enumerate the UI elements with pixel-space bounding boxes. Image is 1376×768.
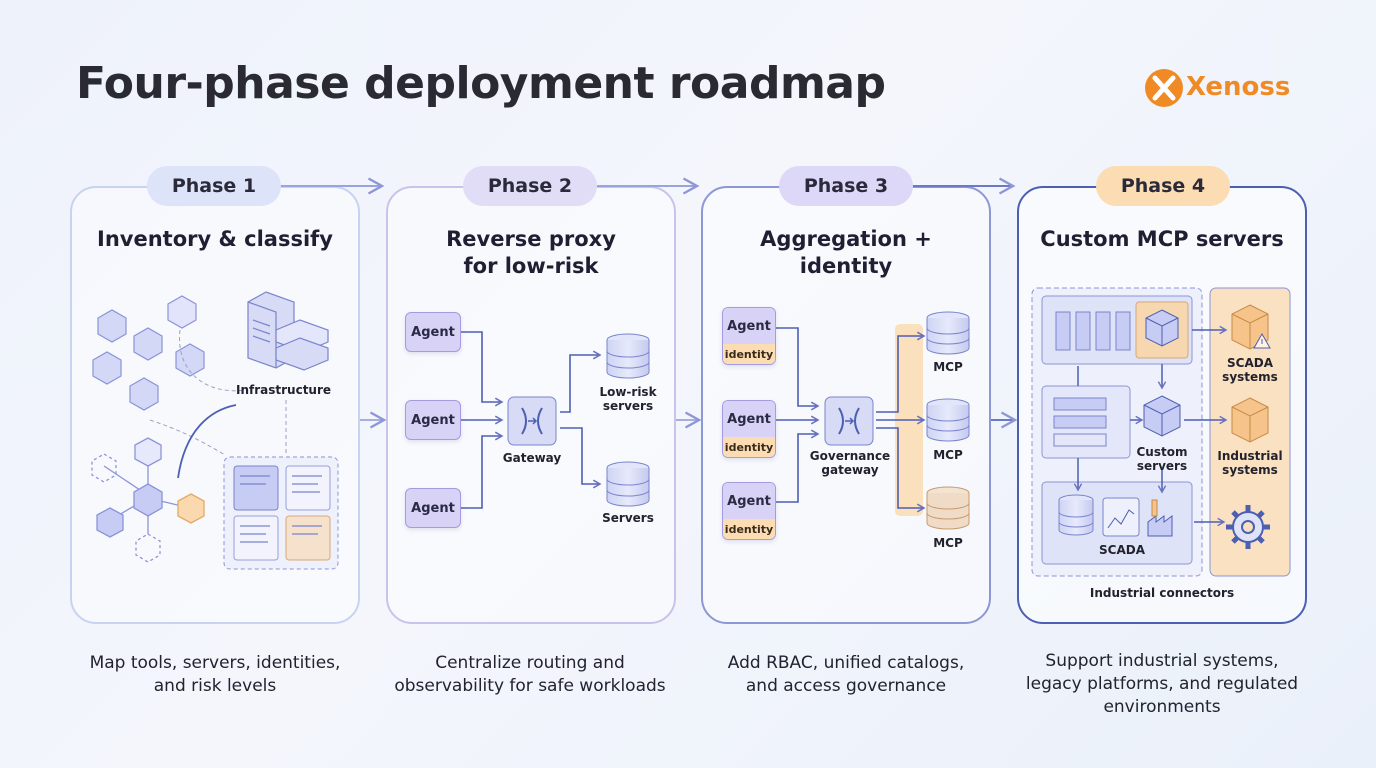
lowrisk-servers-label: Low-risk servers bbox=[596, 385, 660, 413]
mcp-label: MCP bbox=[933, 536, 963, 550]
agent-box: Agent bbox=[405, 488, 461, 528]
lowrisk-line: servers bbox=[602, 399, 654, 413]
lowrisk-servers-db-icon bbox=[606, 333, 650, 379]
scada-line: SCADA bbox=[1227, 356, 1273, 370]
desc-line: and access governance bbox=[745, 676, 947, 696]
industrial-connectors-label: Industrial connectors bbox=[1089, 586, 1235, 600]
phase-2-description: Centralize routing and observability for… bbox=[370, 652, 690, 698]
phase-2-title-line: Reverse proxy bbox=[446, 227, 616, 251]
agent-identity-box: Agent identity bbox=[722, 482, 776, 540]
desc-line: and risk levels bbox=[153, 676, 277, 696]
desc-line: Map tools, servers, identities, bbox=[89, 653, 341, 673]
industrial-line: Industrial bbox=[1217, 449, 1283, 463]
desc-line: observability for safe workloads bbox=[394, 676, 666, 696]
phase-1-title-line: Inventory & classify bbox=[97, 227, 333, 251]
mcp-label: MCP bbox=[933, 360, 963, 374]
logo-text: Xenoss bbox=[1186, 72, 1291, 102]
phase-2-title-line: for low-risk bbox=[463, 254, 599, 278]
agent-label: Agent bbox=[723, 308, 775, 344]
agent-identity-box: Agent identity bbox=[722, 307, 776, 365]
gov-line: Governance bbox=[809, 449, 891, 463]
phase-3-title-line: Aggregation + bbox=[760, 227, 932, 251]
agent-identity-box: Agent identity bbox=[722, 400, 776, 458]
phase-2-pill: Phase 2 bbox=[463, 166, 597, 206]
mcp-db-icon-1 bbox=[926, 311, 970, 355]
gear-icon bbox=[1226, 505, 1270, 549]
desc-line: Add RBAC, unified catalogs, bbox=[727, 653, 965, 673]
custom-servers-label: Custom servers bbox=[1130, 445, 1194, 473]
identity-label: identity bbox=[723, 519, 775, 539]
gateway-3-icon bbox=[824, 396, 874, 446]
phase-1-pill: Phase 1 bbox=[147, 166, 281, 206]
phase-2-title: Reverse proxy for low-risk bbox=[386, 226, 676, 280]
phase-4-description: Support industrial systems, legacy platf… bbox=[1002, 650, 1322, 719]
industrial-line: systems bbox=[1222, 463, 1278, 477]
agent-label: Agent bbox=[723, 483, 775, 519]
servers-label: Servers bbox=[602, 511, 654, 525]
phase-3-title-line: identity bbox=[799, 254, 893, 278]
servers-db-icon bbox=[606, 461, 650, 507]
gov-line: gateway bbox=[821, 463, 879, 477]
logo-mark-icon bbox=[1145, 69, 1183, 107]
phase-3-artwork bbox=[776, 327, 926, 513]
mcp-db-icon-3 bbox=[926, 486, 970, 530]
phase-4-pill: Phase 4 bbox=[1096, 166, 1230, 206]
mcp-label: MCP bbox=[933, 448, 963, 462]
xenoss-logo: Xenoss bbox=[1144, 68, 1314, 110]
mcp-db-icon-2 bbox=[926, 398, 970, 442]
desc-line: environments bbox=[1103, 697, 1221, 717]
lowrisk-line: Low-risk bbox=[599, 385, 657, 399]
phase-3-title: Aggregation + identity bbox=[701, 226, 991, 280]
desc-line: Centralize routing and bbox=[435, 653, 625, 673]
infrastructure-label: Infrastructure bbox=[236, 383, 332, 397]
phase-3-pill: Phase 3 bbox=[779, 166, 913, 206]
phase-4-title-line: Custom MCP servers bbox=[1040, 227, 1284, 251]
scada-systems-label: SCADA systems bbox=[1214, 356, 1286, 384]
phase-1-description: Map tools, servers, identities, and risk… bbox=[55, 652, 375, 698]
identity-label: identity bbox=[723, 344, 775, 364]
phase-3-description: Add RBAC, unified catalogs, and access g… bbox=[686, 652, 1006, 698]
page-title: Four-phase deployment roadmap bbox=[76, 58, 886, 109]
custom-line: servers bbox=[1136, 459, 1188, 473]
industrial-systems-label: Industrial systems bbox=[1214, 449, 1286, 477]
scada-label: SCADA bbox=[1099, 543, 1145, 557]
phase-1-artwork bbox=[91, 291, 339, 570]
gateway-2-icon bbox=[507, 396, 557, 446]
agent-box: Agent bbox=[405, 312, 461, 352]
agent-label: Agent bbox=[723, 401, 775, 437]
custom-line: Custom bbox=[1136, 445, 1188, 459]
agent-box: Agent bbox=[405, 400, 461, 440]
gateway-label: Gateway bbox=[502, 451, 562, 465]
phase-1-title: Inventory & classify bbox=[70, 226, 360, 253]
phase-2-artwork bbox=[460, 331, 602, 509]
desc-line: legacy platforms, and regulated bbox=[1025, 674, 1299, 694]
scada-line: systems bbox=[1222, 370, 1278, 384]
phase-4-title: Custom MCP servers bbox=[1017, 226, 1307, 253]
desc-line: Support industrial systems, bbox=[1045, 651, 1279, 671]
identity-label: identity bbox=[723, 437, 775, 457]
phase-4-artwork bbox=[1031, 287, 1291, 577]
governance-gateway-label: Governance gateway bbox=[806, 449, 894, 477]
